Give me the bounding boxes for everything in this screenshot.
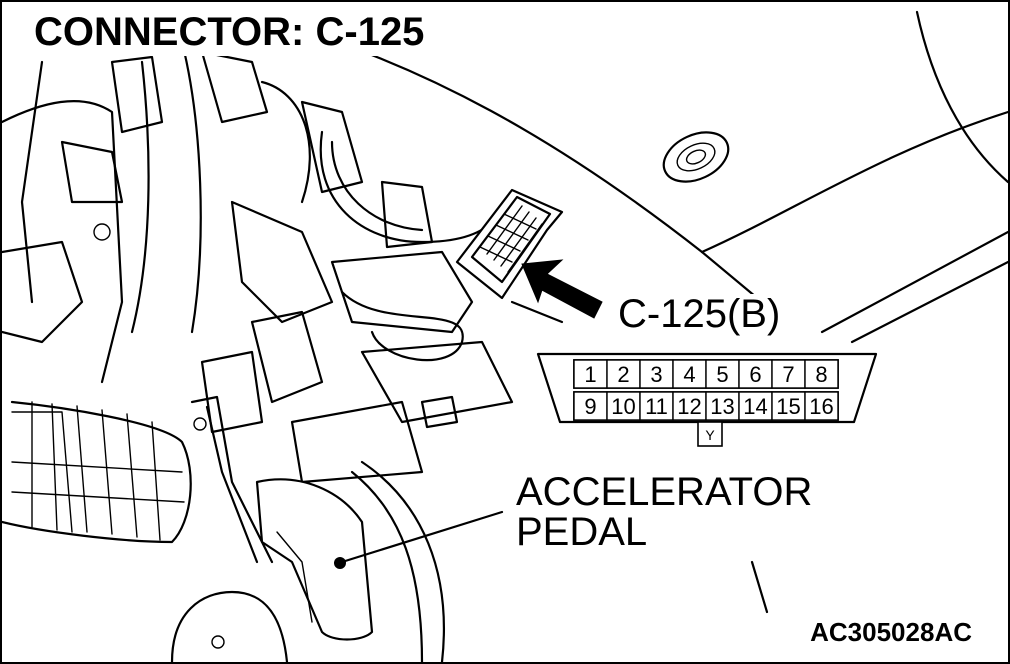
pin-number: 16 [809, 394, 833, 419]
pin-cell [804, 359, 839, 389]
pin-cell [606, 391, 641, 421]
pedal-label-line1: ACCELERATOR [516, 470, 813, 514]
pin-cell [738, 359, 773, 389]
pin-number: 10 [611, 394, 635, 419]
pin-number: 1 [584, 362, 596, 387]
pedal-label: ACCELERATOR PEDAL [516, 472, 812, 552]
page-title: CONNECTOR: C-125 [28, 8, 431, 56]
pin-number: 6 [749, 362, 761, 387]
pin-number: 8 [815, 362, 827, 387]
pin-cell [705, 359, 740, 389]
pin-number: 9 [584, 394, 596, 419]
pin-cell [672, 391, 707, 421]
pin-number: 5 [716, 362, 728, 387]
pin-number: 4 [683, 362, 695, 387]
pin-number: 13 [710, 394, 734, 419]
pin-cell [639, 391, 674, 421]
key-marker-label: Y [705, 427, 715, 443]
pin-number: 7 [782, 362, 794, 387]
pin-number: 3 [650, 362, 662, 387]
pin-number: 14 [743, 394, 767, 419]
pin-number: 15 [776, 394, 800, 419]
pinout-bottom-row: 9 10 11 12 13 14 15 16 [573, 391, 839, 421]
pin-cell [639, 359, 674, 389]
pin-cell [771, 359, 806, 389]
figure-id: AC305028AC [806, 617, 976, 648]
pin-cell [804, 391, 839, 421]
key-marker-box [697, 421, 723, 447]
connector-label: C-125(B) [614, 294, 785, 334]
pin-number: 12 [677, 394, 701, 419]
pin-cell [738, 391, 773, 421]
pedal-label-line2: PEDAL [516, 510, 648, 554]
pin-number: 2 [617, 362, 629, 387]
pin-number: 11 [645, 394, 668, 419]
pin-cell [573, 359, 608, 389]
pin-cell [771, 391, 806, 421]
